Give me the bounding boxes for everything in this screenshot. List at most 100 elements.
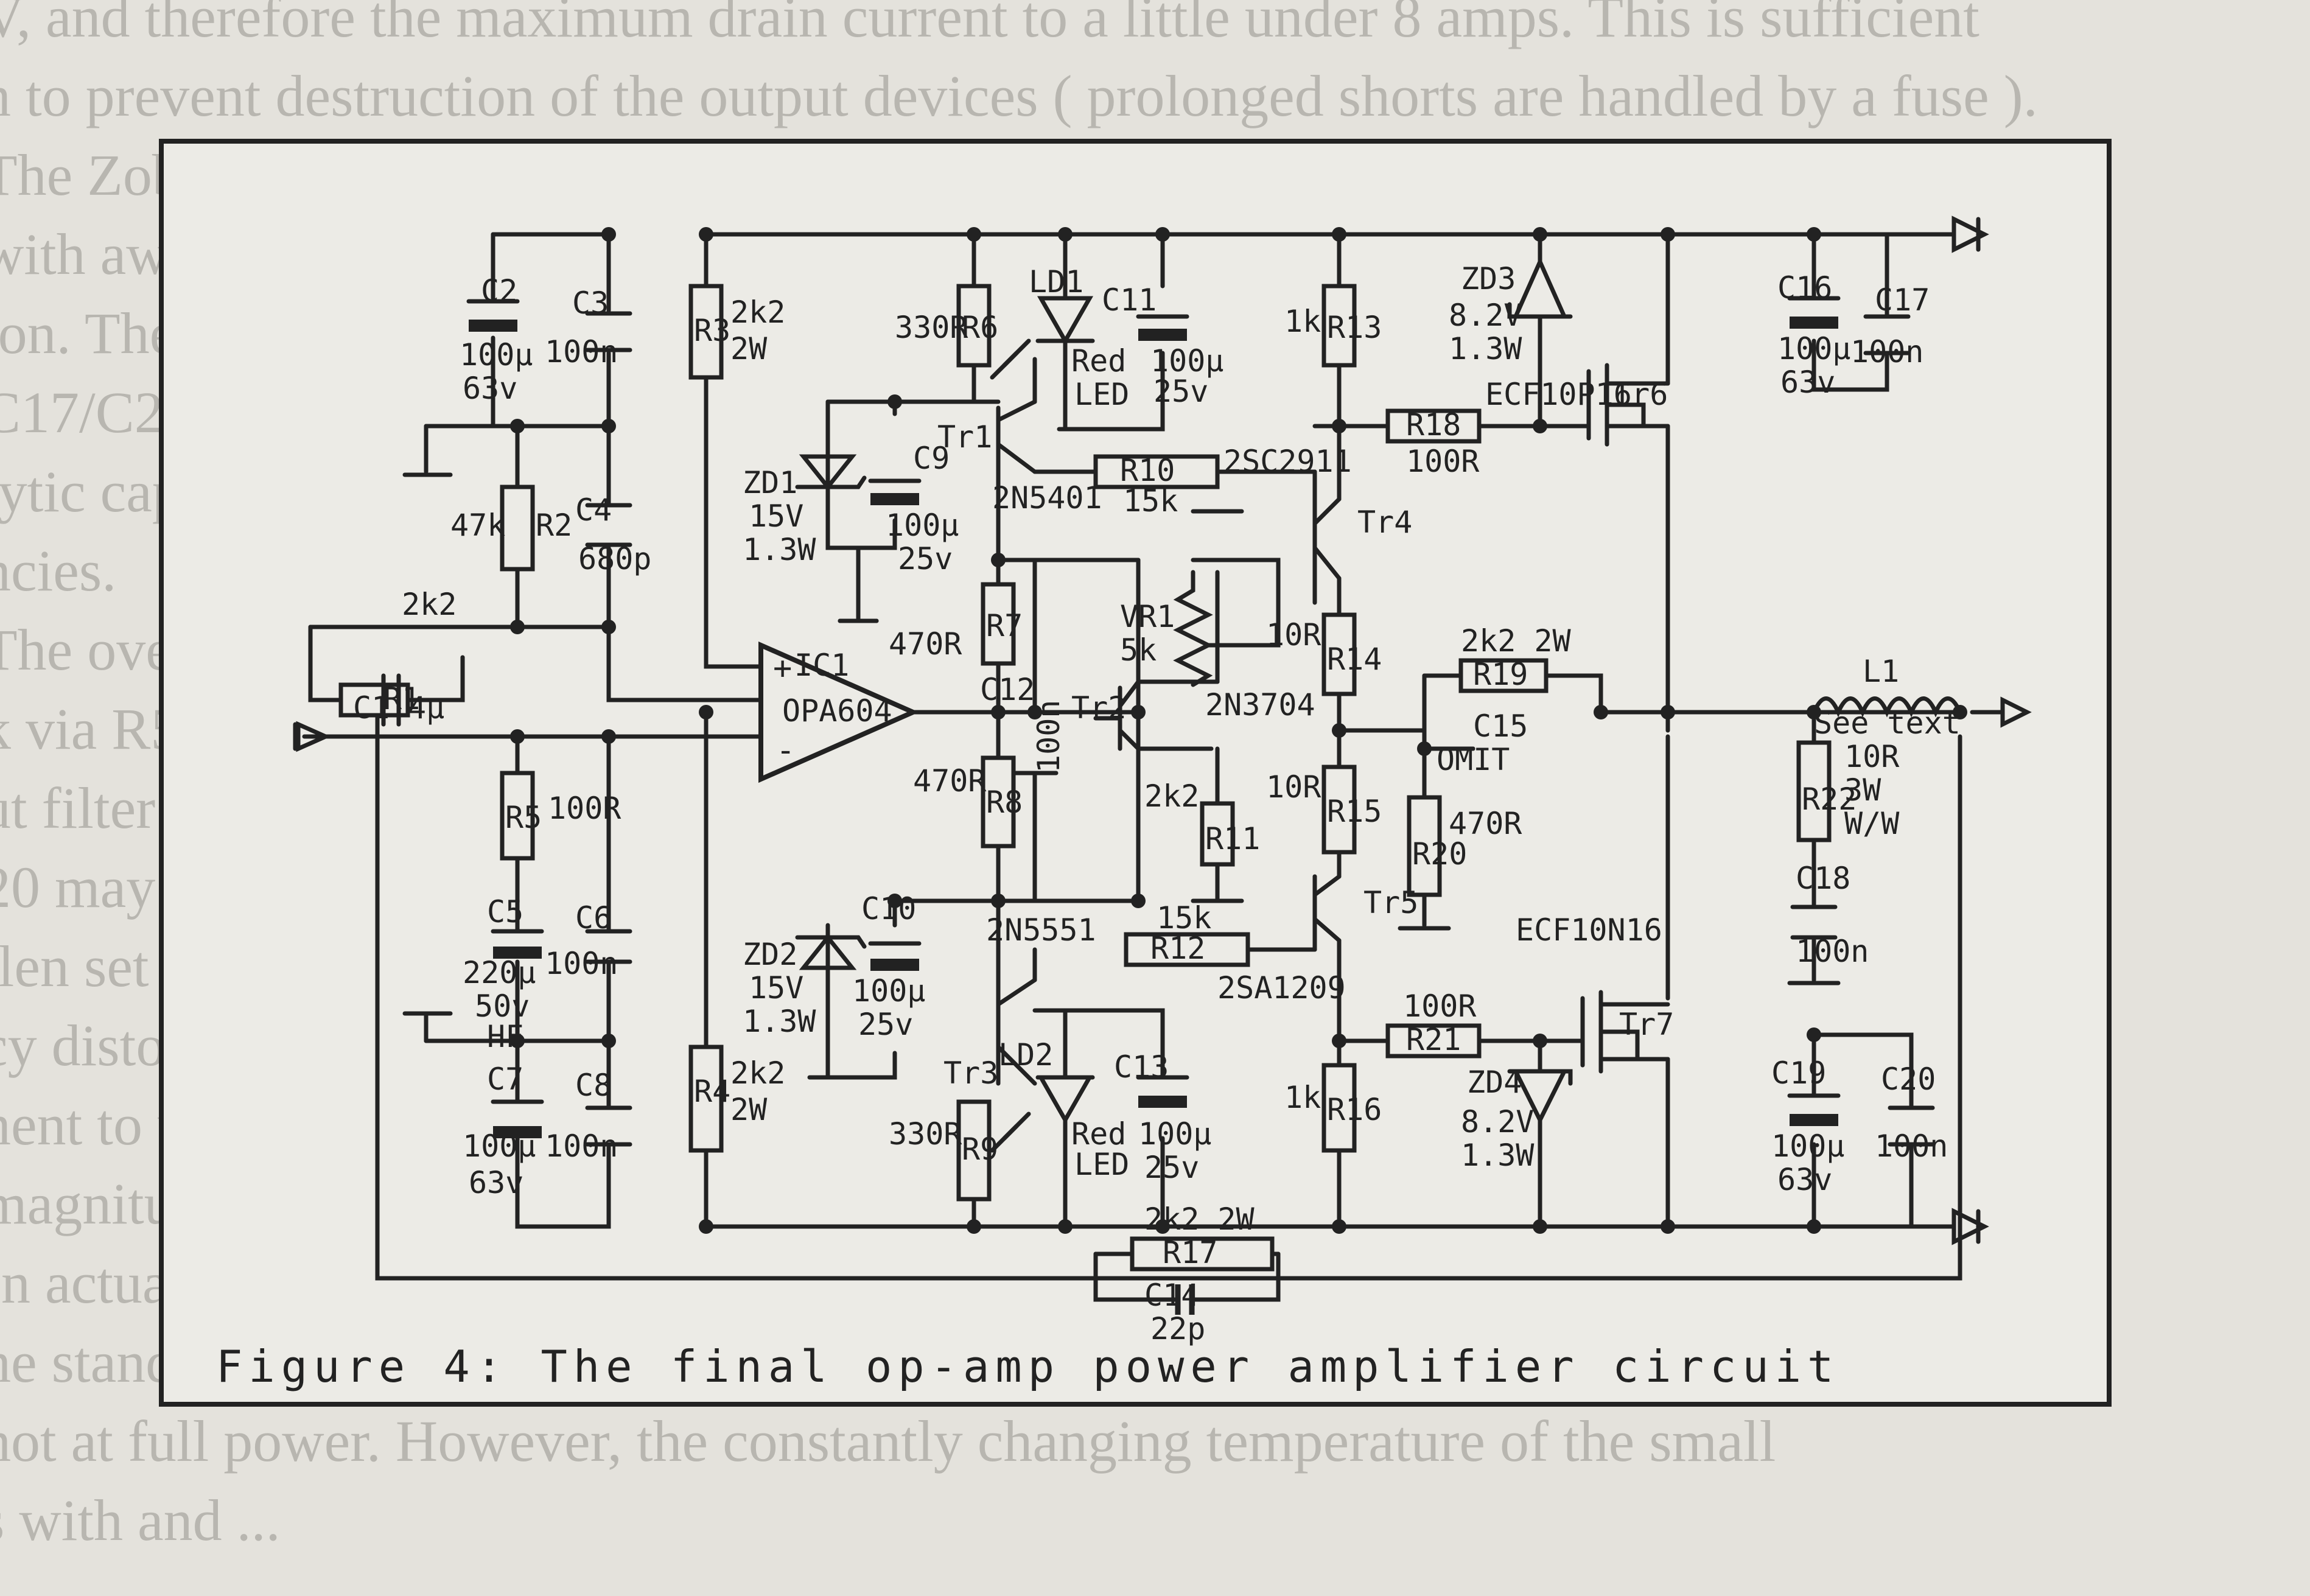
resistor-r4 (688, 1045, 724, 1153)
c1-ref: C1 (353, 690, 390, 726)
r3-ref: R3 (694, 313, 730, 348)
ic1-ref: IC1 (794, 648, 849, 683)
zener-zd2 (799, 934, 857, 970)
r5-value: 100R (548, 791, 621, 826)
c11-value2: 25v (1153, 374, 1208, 409)
background-text-line: V, and therefore the maximum drain curre… (0, 0, 1979, 49)
r4-value: 2k2 (730, 1055, 785, 1091)
r18-ref: R18 (1406, 407, 1461, 443)
opamp-ic1: + - (758, 641, 919, 783)
c4-ref: C4 (575, 492, 612, 528)
tr1-value: 2N5401 (992, 480, 1102, 516)
r20-ref: R20 (1412, 836, 1467, 872)
r10-value: 15k (1123, 483, 1178, 519)
c14-ref: C14 (1144, 1278, 1199, 1313)
r13-ref: R13 (1327, 310, 1382, 345)
r3-value: 2k2 (730, 295, 785, 330)
vr1-value: 5k (1120, 632, 1157, 668)
transistor-tr4 (1312, 478, 1342, 581)
background-text-line: hot at full power. However, the constant… (0, 1409, 1776, 1474)
r9-value: 330R (889, 1116, 962, 1152)
zd2-ref: ZD2 (743, 937, 797, 972)
resistor-r9 (956, 1099, 992, 1202)
figure-caption: Figure 4: The final op-amp power amplifi… (216, 1341, 1839, 1392)
r22-ref: R22 (1802, 782, 1857, 817)
c10-value2: 25v (858, 1007, 913, 1042)
c7-ref: C7 (487, 1062, 523, 1097)
vr1-ref: VR1 (1120, 599, 1175, 634)
tr6-value: ECF10P16 (1485, 377, 1632, 412)
background-text-line: ncies. (0, 538, 117, 603)
zd3-value: 8.2V (1449, 298, 1522, 333)
ic1-value: OPA604 (782, 693, 892, 729)
resistor-r3 (688, 284, 724, 380)
tr3-value: 2N5551 (986, 912, 1096, 948)
c13-value2: 25v (1144, 1150, 1199, 1185)
capacitor-c2 (469, 320, 517, 332)
r4-value2: 2W (730, 1092, 768, 1127)
tr7-ref: Tr7 (1619, 1007, 1674, 1042)
resistor-r14 (1321, 612, 1357, 696)
r17-ref: R17 (1163, 1235, 1217, 1270)
ld1-ref: LD1 (1029, 264, 1083, 299)
zd3-ref: ZD3 (1461, 261, 1516, 296)
resistor-r21 (1385, 1023, 1482, 1059)
c19-value2: 63v (1777, 1162, 1832, 1197)
c2-value2: 63v (463, 371, 517, 406)
r22-value: 10R (1844, 739, 1900, 774)
r19-value: 2k2 2W (1461, 623, 1572, 659)
r21-ref: R21 (1406, 1022, 1461, 1057)
tr4-ref: Tr4 (1357, 505, 1412, 540)
tr2-value: 2N3704 (1205, 687, 1315, 723)
tr6-ref: Tr6 (1613, 377, 1668, 412)
tr5-ref: Tr5 (1363, 885, 1418, 920)
r15-ref: R15 (1327, 794, 1382, 829)
zd2-value: 15V (749, 970, 803, 1006)
diodes (795, 232, 1573, 1229)
l1-value: See text (1814, 705, 1961, 741)
transistor-tr1 (996, 357, 1037, 474)
c13-ref: C13 (1114, 1049, 1169, 1085)
c6-ref: C6 (575, 900, 612, 936)
zener-zd1 (799, 454, 857, 491)
zd4-value2: 1.3W (1461, 1138, 1535, 1173)
r12-ref: R12 (1150, 931, 1205, 966)
r15-value: 10R (1266, 769, 1321, 805)
r22-value2: 3W (1844, 772, 1881, 808)
capacitor-c10 (870, 959, 919, 971)
c5-value3: HF (487, 1019, 523, 1054)
variable-resistor-vr1 (1173, 570, 1220, 687)
capacitor-c19 (1790, 1114, 1838, 1126)
zd1-value2: 1.3W (743, 532, 816, 567)
c17-value: 100n (1850, 334, 1923, 369)
zd1-value: 15V (749, 499, 803, 534)
c9-ref: C9 (913, 441, 950, 476)
resistor-r2 (500, 485, 535, 572)
grounds (807, 509, 1244, 1080)
tr2-ref: Tr2 (1071, 690, 1126, 726)
c13-value: 100μ (1138, 1116, 1211, 1152)
transistor-tr5 (1312, 874, 1342, 1001)
c15-ref: C15 (1473, 709, 1528, 744)
r16-value: 1k (1284, 1080, 1321, 1115)
c6-value: 100n (545, 946, 618, 981)
r17-value: 2k2 2W (1144, 1202, 1255, 1237)
c7-value: 100μ (463, 1129, 536, 1164)
c18-ref: C18 (1796, 861, 1850, 896)
capacitor-c13 (1138, 1096, 1187, 1108)
r13-value: 1k (1284, 304, 1321, 339)
ld2-value: Red (1071, 1116, 1126, 1152)
c3-value: 100n (545, 334, 618, 369)
r6-ref: R6 (962, 310, 998, 345)
r6-value: 330R (895, 310, 968, 345)
r14-value: 10R (1266, 617, 1321, 653)
ld2-value2: LED (1074, 1147, 1129, 1182)
c9-value: 100μ (886, 508, 959, 543)
c4-value: 680p (578, 541, 651, 576)
c1-value: 4μ (408, 690, 444, 726)
c10-value: 100μ (852, 973, 925, 1009)
r11-ref: R11 (1205, 821, 1260, 856)
c3-ref: C3 (572, 285, 609, 321)
opamp-minus-pin: - (776, 732, 795, 769)
